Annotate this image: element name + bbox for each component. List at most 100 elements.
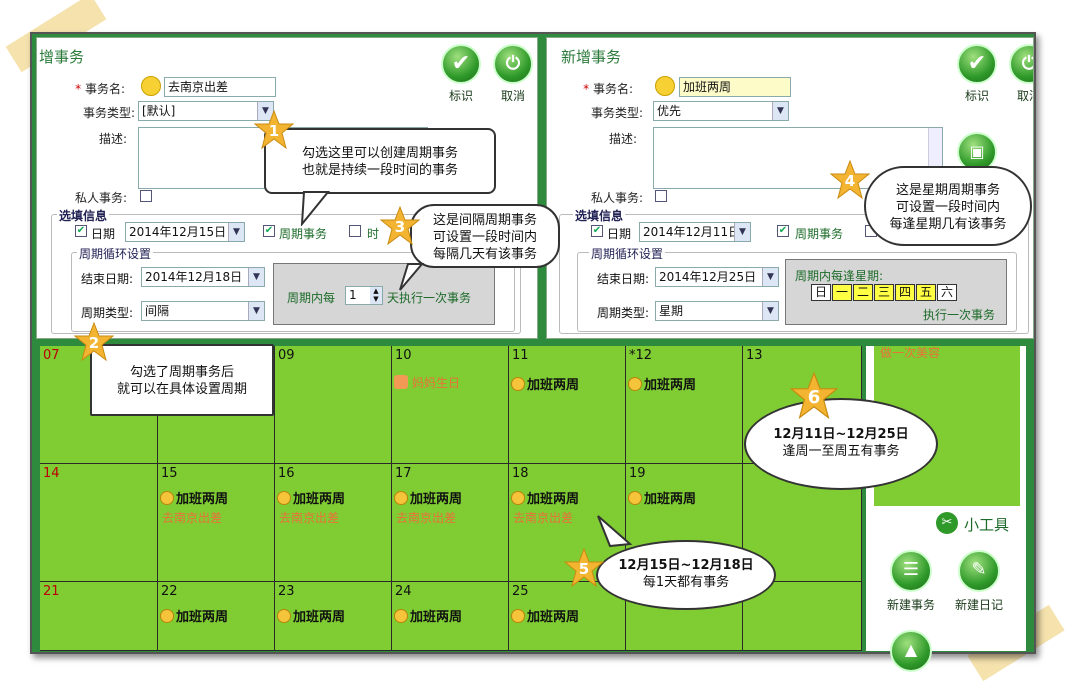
date-select[interactable]: 2014年12月11日▼ [639, 222, 751, 242]
calendar-cell[interactable]: 14 [40, 464, 158, 582]
event-item[interactable]: 加班两周 [277, 606, 345, 625]
calendar-cell[interactable]: 25 加班两周 [509, 582, 626, 651]
event-item[interactable]: 加班两周 [628, 374, 696, 393]
calendar-cell[interactable] [158, 346, 275, 464]
event-item[interactable]: 加班两周 [511, 606, 579, 625]
periodic-checkbox[interactable]: ✔ [263, 225, 275, 237]
smiley-icon[interactable] [141, 76, 161, 96]
mark-button[interactable]: ✔ [957, 44, 997, 84]
event-item[interactable]: 加班两周 [628, 488, 696, 507]
end-date-select[interactable]: 2014年12月18日▼ [141, 267, 265, 287]
period-type-select[interactable]: 星期▼ [655, 301, 779, 321]
event-item[interactable]: 加班两周 [394, 606, 462, 625]
callout-text: 这是间隔周期事务 [432, 213, 537, 228]
weekday-tue[interactable]: 二 [853, 284, 873, 301]
date-label: 日期 [607, 227, 632, 241]
new-task-label: 新建事务 [886, 598, 935, 612]
periodic-checkbox[interactable]: ✔ [777, 225, 789, 237]
event-item[interactable]: 加班两周 [160, 606, 228, 625]
svg-text:4: 4 [845, 172, 855, 190]
chevron-down-icon: ▼ [734, 223, 750, 241]
cycle-title: 周期循环设置 [77, 245, 154, 262]
calendar-cell[interactable] [743, 464, 862, 582]
period-type-label: 周期类型: [597, 306, 650, 320]
svg-text:2: 2 [89, 334, 99, 352]
event-item[interactable]: 加班两周 [160, 488, 228, 507]
smiley-icon[interactable] [655, 76, 675, 96]
event-item[interactable]: 加班两周 [394, 488, 462, 507]
callout-text: 每隔几天有该事务 [432, 247, 537, 262]
private-checkbox[interactable] [140, 190, 152, 202]
weekday-fri[interactable]: 五 [916, 284, 936, 301]
event-item[interactable]: 妈妈生日 [394, 374, 460, 391]
weekday-sun[interactable]: 日 [811, 284, 831, 301]
weekday-suffix: 执行一次事务 [923, 308, 996, 322]
stepper-arrows-icon[interactable]: ▲▼ [370, 287, 382, 304]
callout-text: 就可以在具体设置周期 [116, 382, 247, 397]
weekday-wed[interactable]: 三 [874, 284, 894, 301]
day-number: 13 [746, 348, 763, 363]
event-item[interactable]: 去南京出差 [396, 511, 457, 525]
day-number: 22 [161, 584, 178, 599]
calendar-cell[interactable]: 21 [40, 582, 158, 651]
callout-text: 勾选了周期事务后 [129, 365, 234, 380]
callout-text: 勾选这里可以创建周期事务 [301, 146, 458, 161]
private-label: 私人事务: [590, 191, 643, 205]
task-type-select[interactable]: [默认]▼ [138, 101, 274, 121]
event-item[interactable]: 去南京出差 [162, 511, 223, 525]
day-number: 25 [512, 584, 529, 599]
calendar-cell[interactable]: 17 加班两周去南京出差 [392, 464, 509, 582]
cake-icon [394, 375, 408, 389]
smiley-icon [628, 491, 642, 505]
weekday-picker: 日一二三四五六 [811, 284, 958, 301]
name-label: * 事务名: [583, 82, 633, 96]
private-checkbox[interactable] [655, 190, 667, 202]
interval-stepper[interactable]: 1▲▼ [345, 286, 383, 305]
task-name-input[interactable]: 去南京出差 [164, 77, 276, 97]
callout-3: 这是间隔周期事务 可设置一段时间内 每隔几天有该事务 [410, 204, 560, 268]
end-date-select[interactable]: 2014年12月25日▼ [655, 267, 779, 287]
cancel-button[interactable]: ⏻ [493, 44, 533, 84]
callout-text: 每1天都有事务 [642, 575, 730, 590]
date-select[interactable]: 2014年12月15日▼ [125, 222, 245, 242]
new-diary-button[interactable]: ✎ [958, 550, 1000, 592]
svg-text:5: 5 [579, 560, 589, 578]
event-item[interactable]: 加班两周 [511, 374, 579, 393]
smiley-icon [628, 377, 642, 391]
task-type-select[interactable]: 优先▼ [653, 101, 789, 121]
cancel-button[interactable]: ⏻ [1009, 44, 1033, 84]
event-item[interactable]: 加班两周 [511, 488, 579, 507]
task-name-input[interactable]: 加班两周 [679, 77, 791, 97]
calendar-cell[interactable]: 09 [275, 346, 392, 464]
day-number: 21 [43, 584, 60, 599]
weekday-sat[interactable]: 六 [937, 284, 957, 301]
options-title: 选填信息 [57, 207, 110, 224]
period-type-select[interactable]: 间隔▼ [141, 301, 265, 321]
day-number: 15 [161, 466, 178, 481]
mark-button[interactable]: ✔ [441, 44, 481, 84]
end-date-label: 结束日期: [597, 272, 650, 286]
calendar-cell[interactable]: 15 加班两周去南京出差 [158, 464, 275, 582]
event-item[interactable]: 去南京出差 [513, 511, 574, 525]
event-item[interactable]: 加班两周 [277, 488, 345, 507]
up-button[interactable]: ▲ [890, 630, 932, 672]
weekday-thu[interactable]: 四 [895, 284, 915, 301]
calendar-cell[interactable] [743, 582, 862, 651]
time-checkbox[interactable] [349, 225, 361, 237]
event-item[interactable]: 去南京出差 [279, 511, 340, 525]
calendar-cell[interactable] [626, 582, 743, 651]
day-number: 17 [395, 466, 412, 481]
date-checkbox[interactable]: ✔ [591, 225, 603, 237]
date-checkbox[interactable]: ✔ [75, 225, 87, 237]
calendar-cell[interactable]: 22 加班两周 [158, 582, 275, 651]
new-task-button[interactable]: ☰ [890, 550, 932, 592]
day-number: 09 [278, 348, 295, 363]
weekday-mon[interactable]: 一 [832, 284, 852, 301]
